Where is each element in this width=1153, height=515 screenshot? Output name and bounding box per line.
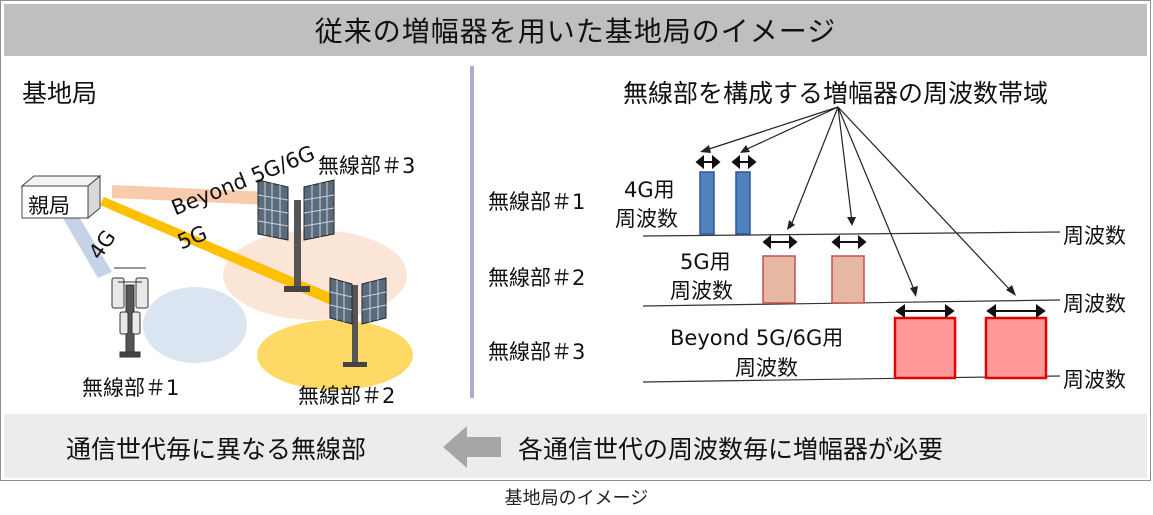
bottom-left-text: 通信世代毎に異なる無線部 <box>66 435 367 464</box>
beam-6g <box>112 185 270 205</box>
row1-band-line2: 周波数 <box>615 207 678 231</box>
title-bar: 従来の増幅器を用いた基地局のイメージ <box>4 4 1147 56</box>
coverage-4g <box>143 287 247 363</box>
row3-band-line2: 周波数 <box>735 356 798 380</box>
bottom-right-text: 各通信世代の周波数毎に増幅器が必要 <box>518 435 944 464</box>
right-heading: 無線部を構成する増幅器の周波数帯域 <box>623 79 1049 108</box>
row1-band-line1: 4G用 <box>624 178 675 202</box>
flow-arrow-icon <box>443 426 501 468</box>
pointer-arrowheads <box>700 145 1016 297</box>
row2-axis-label: 周波数 <box>1063 292 1126 316</box>
band-5g-bar-1 <box>762 255 796 304</box>
bottom-bar <box>4 414 1147 478</box>
radio1-label: 無線部＃1 <box>82 376 180 400</box>
tower-beyond <box>257 179 335 292</box>
row1-axis-label: 周波数 <box>1063 224 1126 248</box>
bandwidth-arrows <box>695 154 1046 318</box>
parent-station-label: 親局 <box>28 194 70 218</box>
figure-caption: 基地局のイメージ <box>504 488 649 509</box>
coverage-6g <box>223 230 407 320</box>
row3-band-line1: Beyond 5G/6G用 <box>670 326 844 350</box>
pointer-arrows <box>705 106 1013 293</box>
band-6g-bar-1 <box>893 316 957 380</box>
row3-label: 無線部＃3 <box>488 340 586 364</box>
row2-band-line1: 5G用 <box>680 250 731 274</box>
tower-4g <box>111 267 149 358</box>
panel-divider <box>470 66 474 398</box>
coverage-5g <box>257 320 413 390</box>
row2-label: 無線部＃2 <box>488 266 586 290</box>
radio3-label: 無線部＃3 <box>318 154 416 178</box>
row2-band-line2: 周波数 <box>670 279 733 303</box>
band-5g-bar-2 <box>831 255 865 304</box>
left-heading: 基地局 <box>22 79 98 108</box>
tower-5g <box>329 277 387 367</box>
radio2-label: 無線部＃2 <box>298 384 396 408</box>
beam-5g <box>100 197 335 305</box>
beam-4g <box>58 205 112 278</box>
parent-station-box <box>20 174 102 220</box>
band-6g-bar-2 <box>984 316 1048 380</box>
row1-label: 無線部＃1 <box>488 190 586 214</box>
row3-axis-label: 周波数 <box>1063 368 1126 392</box>
band-4g-bar-2 <box>735 171 751 235</box>
figure-title: 従来の増幅器を用いた基地局のイメージ <box>314 15 837 48</box>
band-4g-bar-1 <box>699 171 715 235</box>
